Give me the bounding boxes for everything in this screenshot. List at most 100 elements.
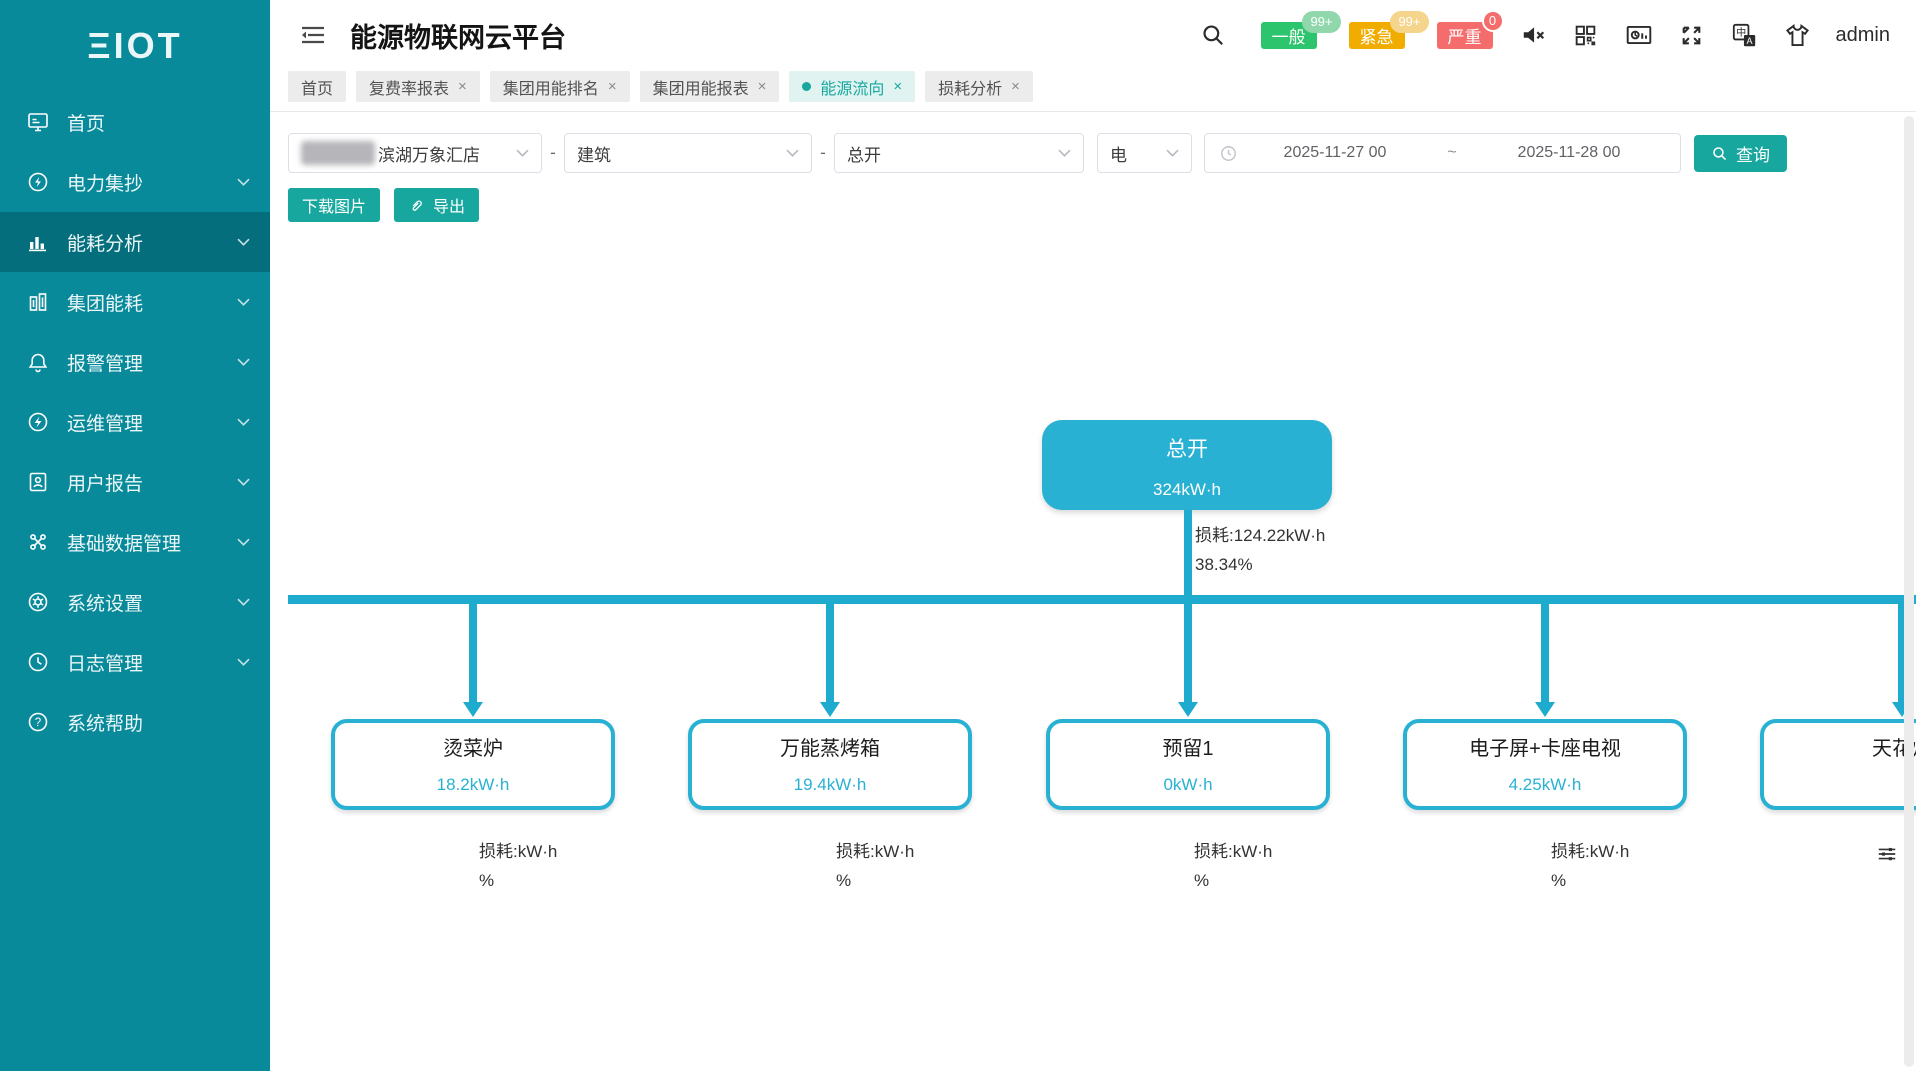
energy-type-select[interactable]: 电: [1097, 133, 1192, 173]
flow-node-value: 18.2kW·h: [436, 775, 510, 794]
energy-analysis-icon: [24, 228, 52, 256]
svg-text:?: ?: [35, 717, 41, 729]
flow-child-node[interactable]: 电子屏+卡座电视 4.25kW·h: [1403, 719, 1687, 810]
chart-settings-icon[interactable]: [1876, 843, 1900, 867]
loss-percent: %: [1194, 871, 1210, 890]
level-select[interactable]: 建筑: [564, 133, 812, 173]
app-logo: ΞIOT: [87, 25, 183, 66]
sidebar-item-base-data[interactable]: 基础数据管理: [0, 512, 270, 572]
sidebar-item-logs[interactable]: 日志管理: [0, 632, 270, 692]
sidebar-item-ops[interactable]: 运维管理: [0, 392, 270, 452]
flow-node-value: 0kW·h: [1163, 775, 1213, 794]
menu-fold-icon[interactable]: [300, 22, 328, 48]
clock-icon: [1219, 144, 1238, 163]
export-button[interactable]: 导出: [394, 188, 480, 222]
sidebar-item-label: 日志管理: [67, 653, 144, 675]
chevron-down-icon: [237, 178, 250, 186]
flow-child-node[interactable]: 烫菜炉 18.2kW·h: [331, 719, 615, 810]
alarm-bell-icon: [24, 348, 52, 376]
export-button-label: 导出: [433, 199, 466, 216]
sidebar-item-power-meter[interactable]: 电力集抄: [0, 152, 270, 212]
close-icon[interactable]: ×: [607, 78, 617, 95]
badge-count: 0: [1481, 9, 1504, 32]
paperclip-icon: [408, 197, 425, 214]
flow-child-loss: 损耗:kW·h %: [1194, 837, 1272, 895]
download-image-button[interactable]: 下载图片: [288, 188, 381, 222]
badge-label: 一般: [1260, 21, 1317, 49]
group-energy-icon: [24, 288, 52, 316]
chevron-down-icon: [237, 238, 250, 246]
separator-dash: -: [550, 143, 556, 162]
loss-percent: %: [479, 871, 495, 890]
sidebar-item-user-report[interactable]: 用户报告: [0, 452, 270, 512]
ops-icon: [24, 408, 52, 436]
query-button[interactable]: 查询: [1694, 134, 1787, 172]
search-icon[interactable]: [1199, 21, 1227, 49]
flow-node-name: 万能蒸烤箱: [780, 738, 880, 760]
separator-dash: -: [820, 143, 826, 162]
flow-node-value: 19.4kW·h: [793, 775, 867, 794]
flow-arrowhead: [1535, 702, 1555, 717]
sidebar-item-settings[interactable]: 系统设置: [0, 572, 270, 632]
close-icon[interactable]: ×: [1011, 78, 1020, 95]
theme-shirt-icon[interactable]: [1784, 21, 1812, 49]
search-icon: [1711, 145, 1728, 162]
tab-group-energy-ranking[interactable]: 集团用能排名 ×: [489, 71, 630, 102]
alarm-level-general-badge[interactable]: 一般 99+: [1260, 10, 1341, 49]
sidebar-item-help[interactable]: ? 系统帮助: [0, 692, 270, 752]
alarm-level-critical-badge[interactable]: 严重 0: [1436, 9, 1504, 49]
flow-arrowhead: [1178, 702, 1198, 717]
flow-node-value: 4.25kW·h: [1508, 775, 1582, 794]
sidebar-item-alarm[interactable]: 报警管理: [0, 332, 270, 392]
chevron-down-icon: [237, 478, 250, 486]
topbar-right: 一般 99+ 紧急 99+ 严重 0: [1199, 9, 1890, 49]
svg-text:中: 中: [1736, 26, 1746, 39]
badge-count: 99+: [1302, 10, 1341, 33]
sidebar-item-energy-analysis[interactable]: 能耗分析: [0, 212, 270, 272]
tab-label: 首页: [301, 80, 334, 98]
loss-percent: %: [1551, 871, 1567, 890]
sidebar-item-home[interactable]: 首页: [0, 92, 270, 152]
level-select-value: 建筑: [577, 145, 611, 165]
alarm-level-urgent-badge[interactable]: 紧急 99+: [1348, 10, 1429, 49]
flow-node-name: 电子屏+卡座电视: [1469, 738, 1621, 760]
user-report-icon: [24, 468, 52, 496]
vertical-scrollbar[interactable]: [1904, 116, 1914, 1067]
date-range-picker[interactable]: 2025-11-27 00 ~ 2025-11-28 00: [1204, 133, 1681, 173]
qr-grid-icon[interactable]: [1572, 21, 1600, 49]
fullscreen-icon[interactable]: [1678, 21, 1706, 49]
flow-child-node[interactable]: 万能蒸烤箱 19.4kW·h: [688, 719, 972, 810]
loss-value: 损耗:124.22kW·h: [1195, 526, 1326, 545]
settings-gear-icon: [24, 588, 52, 616]
node-select[interactable]: 总开: [834, 133, 1084, 173]
tab-loss-analysis[interactable]: 损耗分析 ×: [925, 71, 1033, 102]
sidebar-item-label: 报警管理: [67, 353, 144, 375]
tab-energy-flow[interactable]: 能源流向 ×: [789, 71, 916, 102]
flow-node-name: 烫菜炉: [443, 738, 503, 760]
dashboard-screen-icon[interactable]: [1625, 21, 1653, 49]
chevron-down-icon: [786, 149, 799, 157]
energy-type-value: 电: [1110, 145, 1127, 165]
mute-icon[interactable]: [1519, 21, 1547, 49]
base-data-icon: [24, 528, 52, 556]
close-icon[interactable]: ×: [458, 78, 467, 95]
flow-child-loss: 损耗:kW·h %: [836, 837, 914, 895]
flow-child-node[interactable]: 天花灯: [1760, 719, 1916, 810]
tab-compound-rate-report[interactable]: 复费率报表 ×: [356, 71, 480, 102]
store-select-value: 滨湖万象汇店: [378, 145, 480, 165]
sidebar-item-label: 运维管理: [67, 413, 144, 435]
tab-group-energy-report[interactable]: 集团用能报表 ×: [639, 71, 780, 102]
sidebar-item-group-energy[interactable]: 集团能耗: [0, 272, 270, 332]
store-select[interactable]: 滨湖万象汇店: [288, 133, 542, 173]
flow-root-node[interactable]: 总开 324kW·h: [1042, 420, 1332, 510]
flow-arrow-line: [1541, 604, 1549, 704]
close-icon[interactable]: ×: [757, 78, 767, 95]
user-name[interactable]: admin: [1835, 23, 1890, 46]
tab-home[interactable]: 首页: [288, 71, 347, 102]
chevron-down-icon: [237, 598, 250, 606]
close-icon[interactable]: ×: [893, 78, 903, 95]
query-button-label: 查询: [1736, 145, 1770, 165]
flow-child-node[interactable]: 预留1 0kW·h: [1046, 719, 1330, 810]
sidebar-item-label: 能耗分析: [67, 233, 144, 255]
